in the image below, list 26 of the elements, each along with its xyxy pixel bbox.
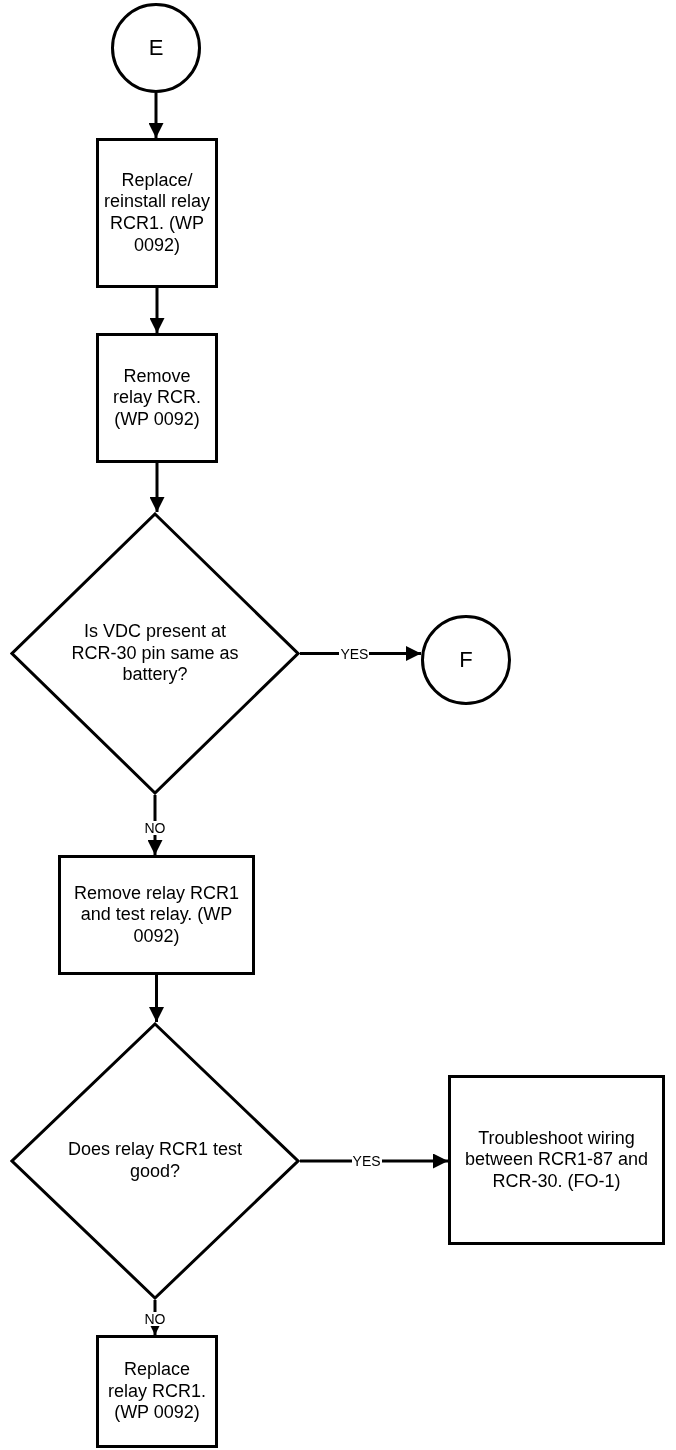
process-text: Replace relay RCR1. (WP 0092): [107, 1359, 207, 1424]
arrow: [149, 288, 165, 333]
process-text: Replace/ reinstall relay RCR1. (WP 0092): [103, 169, 211, 257]
connector-circle: [421, 615, 511, 705]
arrow: [149, 463, 165, 512]
process-box: [96, 138, 218, 288]
process-box: [448, 1075, 665, 1245]
arrow: [148, 93, 164, 138]
decision-text: Does relay RCR1 test good?: [66, 1139, 243, 1183]
decision-diamond: [10, 512, 300, 795]
connector-letter: F: [459, 646, 473, 674]
process-box: [96, 333, 218, 463]
process-text: Remove relay RCR. (WP 0092): [112, 365, 202, 431]
decision-text: Is VDC present at RCR-30 pin same as battery?: [70, 621, 240, 686]
edge-label: NO: [143, 821, 167, 835]
edge-label: NO: [143, 1312, 167, 1327]
connector-circle: [111, 3, 201, 93]
decision-diamond: [10, 1022, 300, 1300]
process-text: Remove relay RCR1 and test relay. (WP 0092): [72, 882, 241, 948]
process-box: [58, 855, 255, 975]
process-text: Troubleshoot wiring between RCR1-87 and RCR-30. (FO-1): [463, 1127, 650, 1193]
arrow: [149, 975, 164, 1022]
connector-letter: E: [148, 34, 164, 62]
process-box: [96, 1335, 218, 1448]
edge-label: YES: [351, 1154, 382, 1168]
edge-label: YES: [339, 646, 370, 661]
